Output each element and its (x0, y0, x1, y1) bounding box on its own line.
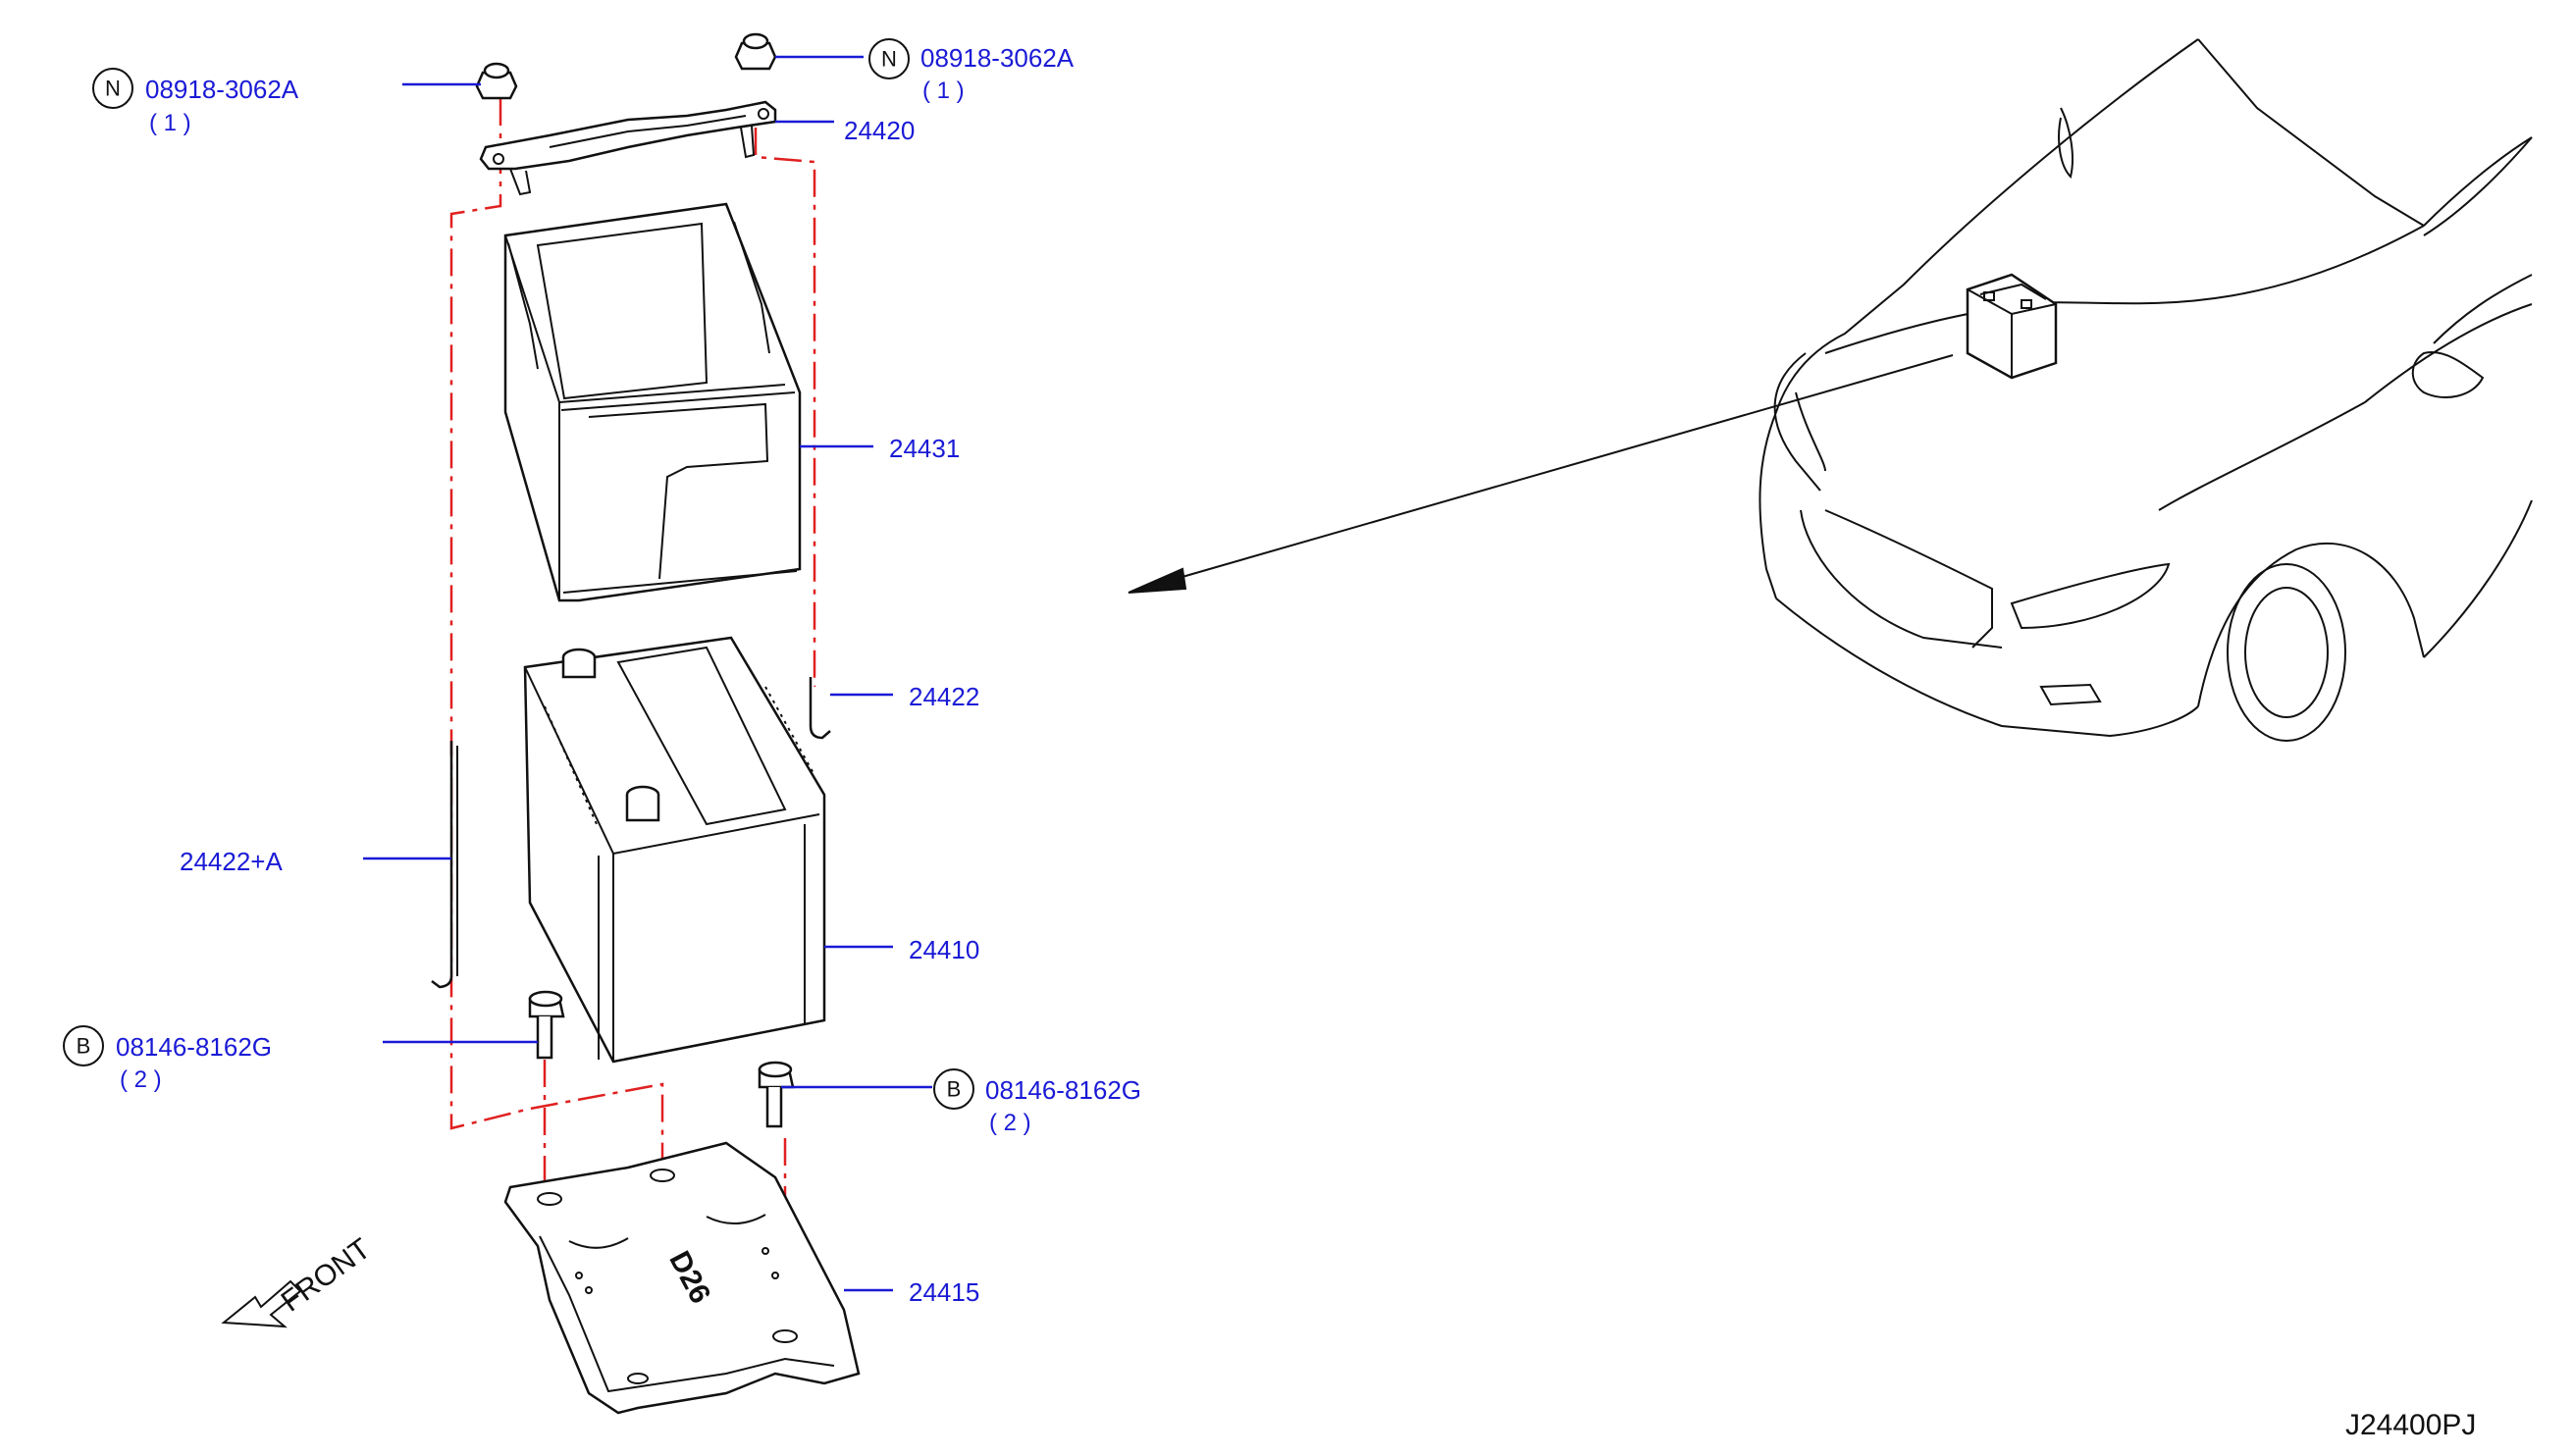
callout-symbol-b-right: B (933, 1068, 974, 1110)
battery-bracket (479, 100, 777, 196)
vehicle-location-sketch (1759, 38, 2533, 742)
battery (523, 636, 826, 1064)
callout-bolt-left-qty: ( 2 ) (120, 1066, 162, 1093)
callout-symbol-n-left: N (92, 68, 133, 109)
rod-short (809, 677, 831, 740)
callout-bracket-part: 24420 (844, 116, 915, 145)
callout-bolt-right-part: 08146-8162G (985, 1075, 1141, 1105)
callout-cover-part: 24431 (889, 434, 960, 463)
front-label: FRONT (276, 1232, 377, 1318)
callout-rod-long-part: 24422+A (180, 847, 283, 876)
front-arrow-icon (221, 1279, 302, 1328)
callout-rod-short-part: 24422 (909, 682, 979, 711)
battery-tray (503, 1141, 861, 1415)
callout-nut-left-qty: ( 1 ) (149, 110, 191, 136)
bolt-right-icon (758, 1061, 795, 1128)
callout-symbol-b-left: B (63, 1025, 104, 1066)
svg-text:N: N (105, 77, 121, 101)
callout-symbol-n-right: N (868, 38, 910, 79)
battery-cover (503, 202, 802, 602)
callout-nut-right-qty: ( 1 ) (922, 78, 965, 104)
bolt-left-icon (528, 990, 565, 1060)
location-pointer-arrow-icon (1128, 354, 1954, 594)
nut-left-icon (475, 62, 518, 100)
callout-battery-part: 24410 (909, 935, 979, 964)
callout-nut-right-part: 08918-3062A (920, 43, 1075, 73)
svg-text:N: N (881, 47, 897, 72)
callout-bolt-left-part: 08146-8162G (116, 1032, 272, 1062)
callout-tray-part: 24415 (909, 1277, 979, 1307)
svg-text:B: B (77, 1034, 91, 1059)
callout-bolt-right-qty: ( 2 ) (989, 1110, 1031, 1136)
rod-long (431, 741, 458, 989)
leader-lines (363, 55, 932, 1292)
nut-right-icon (734, 32, 777, 71)
callout-nut-left-part: 08918-3062A (145, 75, 299, 104)
battery-location-icon (1966, 273, 2058, 380)
diagram-code: J24400PJ (2345, 1409, 2476, 1441)
svg-text:B: B (947, 1077, 962, 1102)
